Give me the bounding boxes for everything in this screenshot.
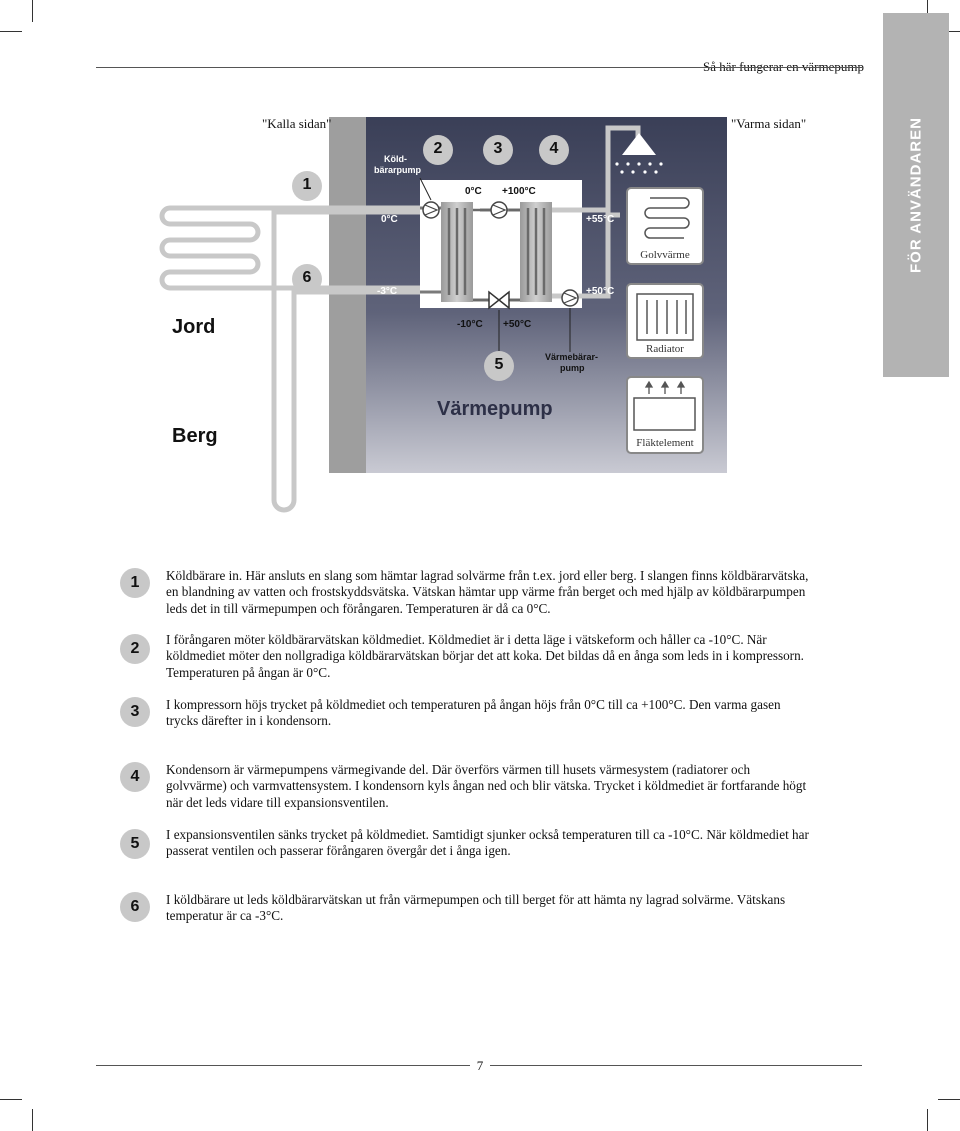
jord-label: Jord xyxy=(172,316,216,338)
radiator-label: Radiator xyxy=(646,343,684,355)
temp-0-top: 0°C xyxy=(465,186,482,197)
step-1-text: Köldbärare in. Här ansluts en slang som … xyxy=(166,568,809,616)
step-5-text: I expansionsventilen sänks trycket på kö… xyxy=(166,827,809,859)
golvvarme-label: Golvvärme xyxy=(640,249,690,261)
house-wall xyxy=(329,117,366,473)
step-6-text: I köldbärare ut leds köldbärarvätskan ut… xyxy=(166,892,786,924)
temp-minus-10: -10°C xyxy=(457,319,483,330)
section-title: Så här fungerar en värmepump xyxy=(703,59,864,74)
temp-100: +100°C xyxy=(502,186,536,197)
koldbararpump-label-1: Köld- xyxy=(384,154,407,164)
flaktelement-label: Fläktelement xyxy=(636,437,694,449)
step-6: 6 I köldbärare ut leds köldbärarvätskan … xyxy=(120,892,810,932)
crop-mark xyxy=(927,0,928,22)
circle-3 xyxy=(483,135,513,165)
expansion-valve-icon xyxy=(488,290,510,310)
step-3: 3 I kompressorn höjs trycket på köldmedi… xyxy=(120,697,810,737)
circle-6 xyxy=(292,264,322,294)
varmebararpump-label-1: Värmebärar- xyxy=(545,352,599,362)
warm-side-label: "Varma sidan" xyxy=(731,116,807,131)
step-3-text: I kompressorn höjs trycket på köldmediet… xyxy=(166,697,781,729)
circle-1 xyxy=(292,171,322,201)
circle-1-label: 1 xyxy=(302,176,312,193)
page-number: 7 xyxy=(470,1058,490,1074)
circle-6-label: 6 xyxy=(302,269,312,286)
cold-side-label: "Kalla sidan" xyxy=(262,116,332,131)
step-2-text: I förångaren möter köldbärarvätskan köld… xyxy=(166,632,804,680)
circle-5-label: 5 xyxy=(494,356,504,373)
step-1: 1 Köldbärare in. Här ansluts en slang so… xyxy=(120,568,810,638)
temp-55: +55°C xyxy=(586,214,615,225)
step-5: 5 I expansionsventilen sänks trycket på … xyxy=(120,827,810,867)
golvvarme-box xyxy=(626,187,704,265)
step-2-badge: 2 xyxy=(120,634,150,664)
crop-mark xyxy=(0,1099,22,1100)
temp-0-left: 0°C xyxy=(381,214,398,225)
temp-50-right: +50°C xyxy=(586,286,615,297)
step-6-badge: 6 xyxy=(120,892,150,922)
step-5-badge: 5 xyxy=(120,829,150,859)
berg-label: Berg xyxy=(172,425,218,447)
circle-3-label: 3 xyxy=(493,140,503,157)
crop-mark xyxy=(32,0,33,22)
circle-2-label: 2 xyxy=(433,140,443,157)
step-4-text: Kondensorn är värmepumpens värmegivande … xyxy=(166,762,807,810)
heat-pump-diagram xyxy=(159,117,727,513)
circle-5 xyxy=(484,351,514,381)
side-tab[interactable]: FÖR ANVÄNDAREN xyxy=(883,13,949,377)
crop-mark xyxy=(32,1109,33,1131)
step-4-badge: 4 xyxy=(120,762,150,792)
step-1-badge: 1 xyxy=(120,568,150,598)
circle-4-label: 4 xyxy=(549,140,559,157)
crop-mark xyxy=(938,31,960,32)
crop-mark xyxy=(938,1099,960,1100)
koldbararpump-label-2: bärarpump xyxy=(374,165,422,175)
header-rule xyxy=(96,67,862,68)
crop-mark xyxy=(0,31,22,32)
shower-icon xyxy=(622,133,656,155)
step-2: 2 I förångaren möter köldbärarvätskan kö… xyxy=(120,632,810,692)
varmepump-label: Värmepump xyxy=(437,398,553,420)
crop-mark xyxy=(927,1109,928,1131)
step-4: 4 Kondensorn är värmepumpens värmegivand… xyxy=(120,762,810,812)
temp-minus-3: -3°C xyxy=(377,286,398,297)
step-3-badge: 3 xyxy=(120,697,150,727)
circle-4 xyxy=(539,135,569,165)
temp-50-bottom: +50°C xyxy=(503,319,532,330)
varmebararpump-label-2: pump xyxy=(560,363,585,373)
circle-2 xyxy=(423,135,453,165)
flaktelement-box xyxy=(626,376,704,454)
